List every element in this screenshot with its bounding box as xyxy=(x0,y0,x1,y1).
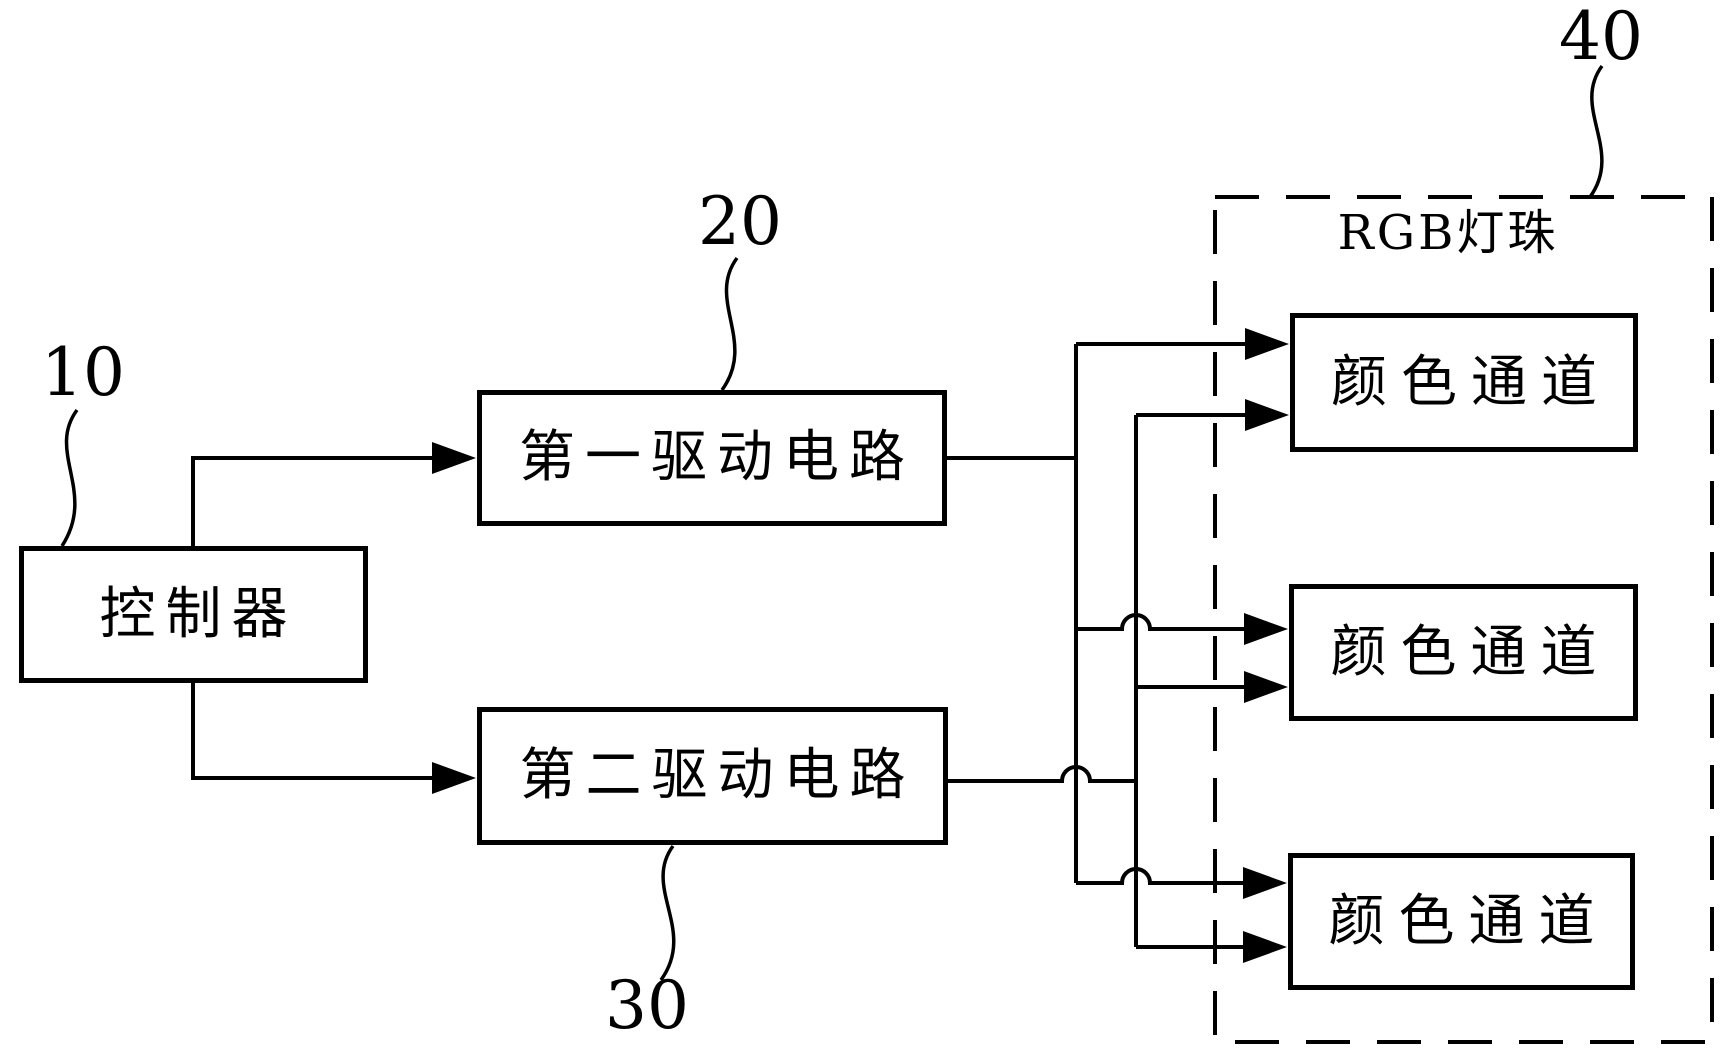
squiggle-ref-30 xyxy=(659,844,676,982)
ref-label-20: 20 xyxy=(698,183,782,260)
arrowhead-driver2-input xyxy=(432,762,476,794)
wire-controller-to-driver2 xyxy=(191,683,436,780)
squiggle-ref-20 xyxy=(720,256,739,392)
arrowhead-channel2-lower xyxy=(1244,671,1288,703)
wire-driver2-output xyxy=(948,765,1136,783)
arrowhead-channel1-lower xyxy=(1245,399,1289,431)
arrowhead-driver1-input xyxy=(432,442,476,474)
color-channel-box-1: 颜色通道 xyxy=(1290,313,1638,452)
arrowhead-channel3-upper xyxy=(1243,867,1287,899)
arrowhead-channel3-lower xyxy=(1243,931,1287,963)
controller-label: 控制器 xyxy=(99,581,298,647)
first-driver-label: 第一驱动电路 xyxy=(519,425,915,490)
second-driver-box: 第二驱动电路 xyxy=(477,707,948,845)
color-channel-label-3: 颜色通道 xyxy=(1328,888,1609,954)
ref-label-10: 10 xyxy=(41,334,125,411)
color-channel-label-1: 颜色通道 xyxy=(1331,349,1611,415)
arrowhead-channel1-upper xyxy=(1245,328,1289,360)
controller-box: 控制器 xyxy=(19,546,368,683)
arrowhead-channel2-upper xyxy=(1244,613,1288,645)
wire-a-to-channel2 xyxy=(1076,613,1246,631)
color-channel-box-3: 颜色通道 xyxy=(1288,853,1635,990)
wire-a-to-channel3 xyxy=(1076,867,1245,885)
rgb-group-title: RGB灯珠 xyxy=(1337,205,1559,261)
squiggle-ref-40 xyxy=(1588,64,1604,199)
wire-controller-to-driver1 xyxy=(191,456,436,546)
second-driver-label: 第二驱动电路 xyxy=(519,743,916,808)
squiggle-ref-10 xyxy=(60,408,79,547)
ref-label-40: 40 xyxy=(1559,0,1643,75)
first-driver-box: 第一驱动电路 xyxy=(477,390,947,526)
ref-label-30: 30 xyxy=(605,967,689,1044)
color-channel-label-2: 颜色通道 xyxy=(1330,619,1611,685)
color-channel-box-2: 颜色通道 xyxy=(1289,584,1638,721)
